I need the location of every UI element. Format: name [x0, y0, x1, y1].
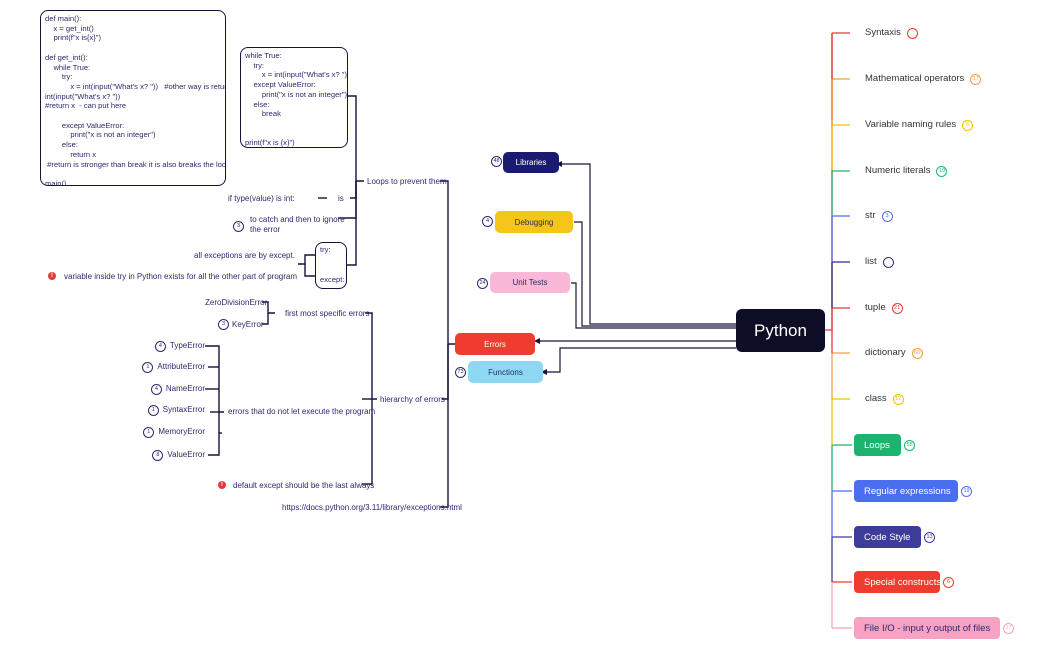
count-badge: 19 — [961, 486, 972, 497]
hierarchy-of-errors-label[interactable]: hierarchy of errors — [380, 395, 445, 404]
error-type-nameerror: NameError — [165, 384, 205, 393]
error-type-syntaxerror: SyntaxError — [162, 405, 205, 414]
default-except-label: default except should be the last always — [233, 481, 375, 490]
first-specific-label: first most specific errors — [285, 309, 370, 318]
key-error-label: KeyError — [232, 320, 264, 329]
branch-list[interactable]: list — [865, 256, 877, 267]
variable-try-label: variable inside try in Python exists for… — [64, 272, 297, 281]
count-badge — [906, 28, 918, 39]
all-exceptions-label: all exceptions are by except. — [194, 251, 295, 260]
error-count-badge: 1 — [147, 405, 159, 416]
count-badge: 17 — [970, 74, 982, 85]
docs-link[interactable]: https://docs.python.org/3.11/library/exc… — [282, 503, 462, 512]
branch-mathematical-operators[interactable]: Mathematical operators — [865, 73, 965, 84]
libraries-label: Libraries — [515, 158, 547, 167]
loops-to-prevent-label[interactable]: Loops to prevent them — [367, 177, 447, 186]
node-debugging[interactable]: Debugging — [495, 211, 573, 233]
count-badge: 19 — [936, 166, 948, 177]
branch-str[interactable]: str — [865, 210, 876, 221]
branch-code-style[interactable]: Code Style — [854, 526, 921, 548]
is-label: is — [338, 194, 344, 203]
count-badge: 12 — [892, 394, 904, 405]
warning-icon: ! — [218, 481, 226, 489]
debugging-label: Debugging — [514, 217, 554, 227]
count-badge: 6 — [943, 577, 954, 588]
error-type-typeerror: TypeError — [169, 341, 205, 350]
try-except-box: try: except: — [315, 242, 347, 289]
count-badge: 60 — [911, 348, 923, 359]
branch-loops[interactable]: Loops — [854, 434, 901, 456]
unit-tests-label: Unit Tests — [512, 278, 548, 287]
branch-numeric-literals[interactable]: Numeric literals — [865, 165, 931, 176]
branch-dictionary[interactable]: dictionary — [865, 347, 906, 358]
error-count-badge: 4 — [150, 384, 162, 395]
count-badge: 3 — [881, 211, 893, 222]
functions-label: Functions — [488, 367, 523, 377]
code-block-loop: while True: try: x = int(input("What's x… — [240, 47, 348, 148]
branch-syntaxis[interactable]: Syntaxis — [865, 27, 901, 38]
errors-label: Errors — [484, 339, 506, 349]
errors-not-execute-label: errors that do not let execute the progr… — [228, 407, 376, 416]
root-label: Python — [754, 320, 807, 340]
catch-ignore-label: to catch and then to ignore the error — [250, 215, 345, 234]
branch-file-i-o-input-y-output-of-files[interactable]: File I/O - input y output of files — [854, 617, 1000, 639]
count-badge: 6 — [962, 120, 974, 131]
catch-count-badge: 3 — [233, 221, 244, 232]
unit-tests-count-badge: 24 — [477, 278, 488, 289]
count-badge: 17 — [1003, 623, 1014, 634]
zero-division-error-label: ZeroDivisionError — [205, 298, 268, 307]
error-type-memoryerror: MemoryError — [158, 427, 205, 436]
error-count-badge: 4 — [154, 341, 166, 352]
branch-variable-naming-rules[interactable]: Variable naming rules — [865, 119, 957, 130]
error-count-badge: 1 — [143, 427, 155, 438]
count-badge: 21 — [891, 303, 903, 314]
error-count-badge: 8 — [152, 450, 164, 461]
branch-tuple[interactable]: tuple — [865, 302, 886, 313]
if-type-label: if type(value) is int: — [228, 194, 295, 203]
warning-icon: ! — [48, 272, 56, 280]
error-count-badge: 1 — [142, 362, 154, 373]
key-error-count-badge: 3 — [218, 319, 229, 330]
node-errors[interactable]: Errors — [455, 333, 535, 355]
code-block-main: def main(): x = get_int() print(f"x is{x… — [40, 10, 226, 186]
count-badge: 55 — [904, 440, 915, 451]
error-type-valueerror: ValueError — [167, 450, 205, 459]
count-badge — [882, 257, 894, 268]
root-node-python[interactable]: Python — [736, 309, 825, 352]
functions-count-badge: 73 — [455, 367, 466, 378]
node-functions[interactable]: Functions — [468, 361, 543, 383]
node-unit-tests[interactable]: Unit Tests — [490, 272, 570, 293]
branch-class[interactable]: class — [865, 393, 887, 404]
debugging-count-badge: 4 — [482, 216, 493, 227]
node-libraries[interactable]: Libraries — [503, 152, 559, 173]
libraries-count-badge: 48 — [491, 156, 502, 167]
count-badge: 13 — [924, 532, 935, 543]
branch-special-constructs[interactable]: Special constructs — [854, 571, 941, 593]
branch-regular-expressions[interactable]: Regular expressions — [854, 480, 958, 502]
error-type-attributeerror: AttributeError — [157, 362, 205, 371]
